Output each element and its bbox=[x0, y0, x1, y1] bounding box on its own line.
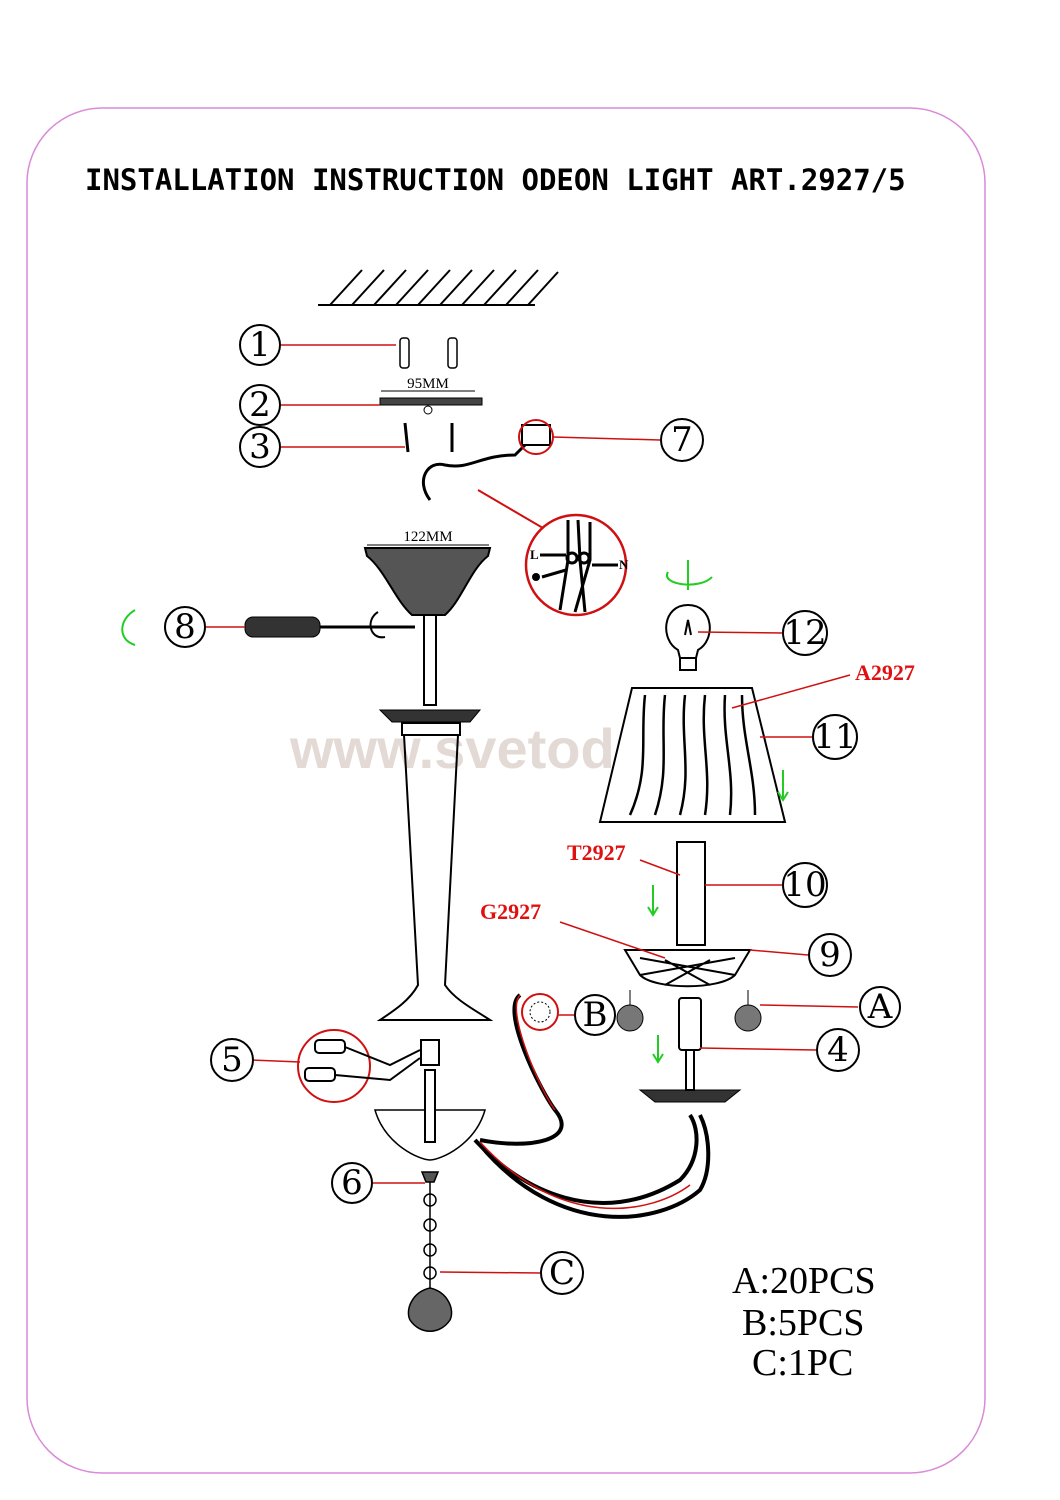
callout-8-label: 8 bbox=[174, 607, 196, 647]
pendant-chain bbox=[407, 1171, 453, 1332]
callout-c-label: C bbox=[549, 1253, 575, 1293]
leader-lines bbox=[205, 344, 859, 1274]
callout-11 bbox=[812, 714, 858, 760]
column-cup bbox=[378, 709, 482, 723]
callout-7 bbox=[660, 418, 704, 462]
callout-12 bbox=[782, 610, 828, 656]
callout-1-label: 1 bbox=[249, 325, 271, 365]
bobeche-b bbox=[521, 993, 559, 1031]
wire-connectors bbox=[304, 1039, 421, 1082]
rotate-arrow-icon bbox=[666, 560, 713, 590]
callout-a-label: A bbox=[867, 987, 893, 1027]
ceiling-hatch bbox=[318, 269, 559, 306]
callout-a bbox=[859, 986, 901, 1028]
callout-5 bbox=[210, 1038, 254, 1082]
column-body bbox=[376, 734, 494, 1021]
glass-bobeche bbox=[623, 949, 752, 988]
callout-b-label: B bbox=[583, 995, 608, 1035]
wiring-detail bbox=[524, 513, 628, 617]
down-arrow-icons bbox=[647, 770, 789, 1064]
arm-cup bbox=[638, 1089, 742, 1103]
callout-3 bbox=[239, 426, 281, 468]
rotate-arrow-icon bbox=[121, 609, 136, 646]
quantity-b: B:5PCS bbox=[742, 1302, 865, 1344]
callout-8 bbox=[164, 606, 206, 648]
quantity-a: A:20PCS bbox=[732, 1260, 876, 1302]
quantity-c: C:1PC bbox=[752, 1342, 853, 1384]
tube-code: T2927 bbox=[567, 840, 626, 865]
callout-6-label: 6 bbox=[341, 1163, 363, 1203]
screwdriver-icon bbox=[244, 611, 415, 639]
callout-4-label: 4 bbox=[827, 1030, 849, 1070]
callout-2 bbox=[239, 384, 281, 426]
callout-10 bbox=[782, 862, 828, 908]
glass-code: G2927 bbox=[480, 899, 541, 924]
wall-anchors bbox=[399, 337, 458, 369]
callout-6 bbox=[331, 1162, 373, 1204]
canopy-dimension: 122MM bbox=[403, 529, 452, 545]
socket bbox=[678, 997, 702, 1051]
callout-b bbox=[574, 994, 616, 1036]
callout-10-label: 10 bbox=[783, 865, 826, 905]
callout-7-label: 7 bbox=[671, 420, 693, 460]
canopy bbox=[363, 547, 492, 616]
callout-11-label: 11 bbox=[813, 717, 856, 757]
lamp-shade bbox=[598, 687, 787, 823]
page-border bbox=[26, 107, 986, 1474]
callout-12-label: 12 bbox=[783, 613, 826, 653]
callout-4 bbox=[816, 1028, 860, 1072]
shade-pleats bbox=[628, 694, 757, 816]
live-label: L bbox=[530, 547, 539, 562]
document-title: INSTALLATION INSTRUCTION ODEON LIGHT ART… bbox=[85, 163, 906, 197]
callout-9 bbox=[808, 933, 852, 977]
mounting-plate bbox=[379, 390, 483, 415]
terminal-block bbox=[521, 424, 551, 446]
callout-1 bbox=[239, 324, 281, 366]
screws bbox=[403, 422, 454, 453]
wiring-wires bbox=[540, 519, 618, 613]
crystal-drops-a bbox=[616, 990, 762, 1032]
plate-dimension: 95MM bbox=[407, 376, 449, 392]
neutral-label: N bbox=[619, 557, 629, 572]
hook-and-cable bbox=[421, 438, 532, 501]
callout-9-label: 9 bbox=[819, 935, 841, 975]
callout-c bbox=[540, 1251, 584, 1295]
stem bbox=[423, 614, 437, 706]
glass-tube bbox=[676, 841, 706, 946]
shade-code: A2927 bbox=[855, 660, 915, 685]
callout-5-label: 5 bbox=[221, 1040, 243, 1080]
callout-2-label: 2 bbox=[249, 385, 271, 425]
earth-icon bbox=[532, 573, 540, 581]
light-bulb-icon bbox=[665, 603, 711, 671]
callout-3-label: 3 bbox=[249, 427, 271, 467]
